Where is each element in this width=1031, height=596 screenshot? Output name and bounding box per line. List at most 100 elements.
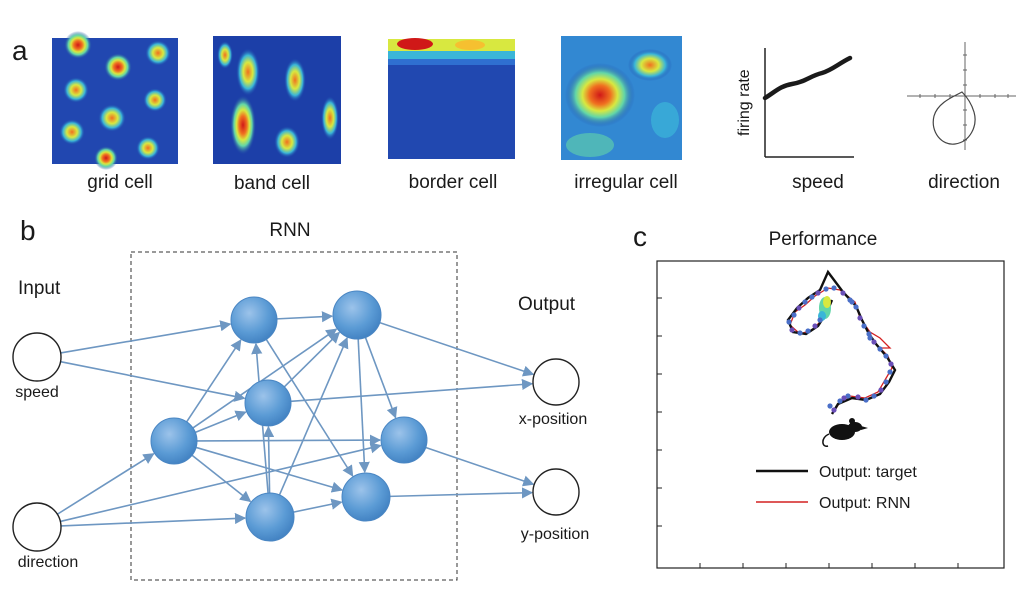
- trajectory-sample-dot: [878, 387, 884, 393]
- trajectory-sample-dot: [805, 328, 811, 334]
- caption-grid-cell: grid cell: [87, 172, 152, 193]
- network-edge: [278, 336, 349, 496]
- band-cell-heatmap: [213, 36, 341, 164]
- network-edge: [290, 378, 534, 403]
- caption-irregular-cell: irregular cell: [574, 172, 677, 193]
- rnn-output-trajectory: [789, 287, 893, 411]
- legend-target-label: Output: target: [819, 464, 917, 481]
- rnn-title: RNN: [269, 220, 310, 241]
- mouse-icon: [822, 418, 868, 447]
- output-label-x-position: x-position: [519, 411, 587, 428]
- trajectory-sample-dot: [855, 394, 861, 400]
- trajectory-sample-dot: [861, 323, 867, 329]
- trajectory-sample-dot: [840, 290, 846, 296]
- network-edges: [56, 311, 535, 527]
- rnn-boundary-box: [130, 251, 458, 581]
- caption-border-cell: border cell: [409, 172, 498, 193]
- trajectory-sample-dot: [863, 397, 869, 403]
- hidden-node: [341, 472, 391, 522]
- trajectory-sample-dot: [883, 379, 889, 385]
- trajectory-sample-dot: [791, 312, 797, 318]
- speed-ylabel: firing rate: [736, 69, 753, 136]
- trajectory-sample-dot: [883, 353, 889, 359]
- panel-a-letter: a: [12, 35, 28, 66]
- trajectory-sample-dot: [796, 305, 802, 311]
- trajectory-sample-dot: [786, 319, 792, 325]
- input-label-direction: direction: [18, 554, 78, 571]
- trajectory-sample-dot: [823, 286, 829, 292]
- trajectory-sample-dot: [789, 327, 795, 333]
- input-label-speed: speed: [15, 384, 59, 401]
- network-edge: [364, 337, 398, 419]
- network-edge: [60, 360, 246, 402]
- output-node-y: [532, 468, 580, 516]
- panel-c-letter: c: [633, 221, 647, 252]
- network-edge: [60, 442, 382, 523]
- network-edge: [191, 454, 252, 503]
- network-edge: [60, 512, 247, 527]
- caption-speed: speed: [792, 172, 844, 193]
- trajectory-sample-dot: [867, 335, 873, 341]
- trajectory-sample-dot: [853, 304, 859, 310]
- trajectory-sample-dot: [812, 323, 818, 329]
- network-edge: [357, 338, 370, 474]
- input-title: Input: [18, 278, 61, 299]
- network-edge: [60, 320, 232, 354]
- output-label-y-position: y-position: [521, 526, 589, 543]
- trajectory-sample-dot: [841, 395, 847, 401]
- direction-polar-plot: [907, 42, 1016, 150]
- network-edge: [293, 498, 343, 513]
- hidden-node: [380, 416, 428, 464]
- border-cell-heatmap: [388, 38, 515, 159]
- network-edge: [283, 331, 341, 388]
- trajectory-sample-dot: [887, 369, 893, 375]
- speed-tuning-plot: [762, 48, 854, 158]
- hidden-node: [230, 296, 278, 344]
- trajectory-sample-dot: [831, 407, 837, 413]
- network-edge: [56, 453, 155, 515]
- trajectory-sample-dot: [871, 339, 877, 345]
- trajectory-sample-dot: [817, 317, 823, 323]
- network-nodes: [12, 290, 580, 552]
- caption-direction: direction: [928, 172, 1000, 193]
- trajectory-sample-dot: [837, 398, 843, 404]
- network-edge: [389, 487, 534, 499]
- hidden-node: [150, 417, 198, 465]
- network-edge: [195, 410, 247, 434]
- trajectory-sample-dot: [857, 315, 863, 321]
- trajectory-sample-dot: [797, 330, 803, 336]
- output-node-x: [532, 358, 580, 406]
- hidden-node: [245, 492, 295, 542]
- trajectory-sample-dot: [849, 299, 855, 305]
- network-edge: [186, 339, 242, 423]
- trajectory-sample-dot: [802, 299, 808, 305]
- input-node-speed: [12, 332, 62, 382]
- trajectory-sample-dot: [866, 331, 872, 337]
- network-edge: [379, 321, 535, 377]
- performance-title: Performance: [769, 229, 878, 250]
- output-title: Output: [518, 294, 576, 315]
- performance-plot: Output: target Output: RNN: [656, 260, 1005, 569]
- trajectory-sample-dot: [815, 290, 821, 296]
- irregular-cell-heatmap: [561, 36, 682, 160]
- network-edge: [192, 328, 338, 429]
- network-edge: [196, 434, 382, 446]
- trajectory-sample-dot: [888, 361, 894, 367]
- hidden-node: [332, 290, 382, 340]
- legend-rnn-label: Output: RNN: [819, 495, 911, 512]
- trajectory-sample-dot: [809, 294, 815, 300]
- hidden-node: [244, 379, 292, 427]
- trajectory-sample-dot: [831, 285, 837, 291]
- trajectory-sample-dot: [827, 403, 833, 409]
- caption-band-cell: band cell: [234, 173, 310, 194]
- trajectory-sample-dot: [877, 346, 883, 352]
- input-node-direction: [12, 502, 62, 552]
- network-edge: [262, 425, 275, 494]
- performance-plot-frame: [656, 260, 1005, 569]
- network-edge: [276, 311, 334, 323]
- trajectory-sample-dot: [871, 393, 877, 399]
- trajectory-sample-dot: [845, 393, 851, 399]
- network-edge: [265, 339, 354, 477]
- panel-b-letter: b: [20, 215, 36, 246]
